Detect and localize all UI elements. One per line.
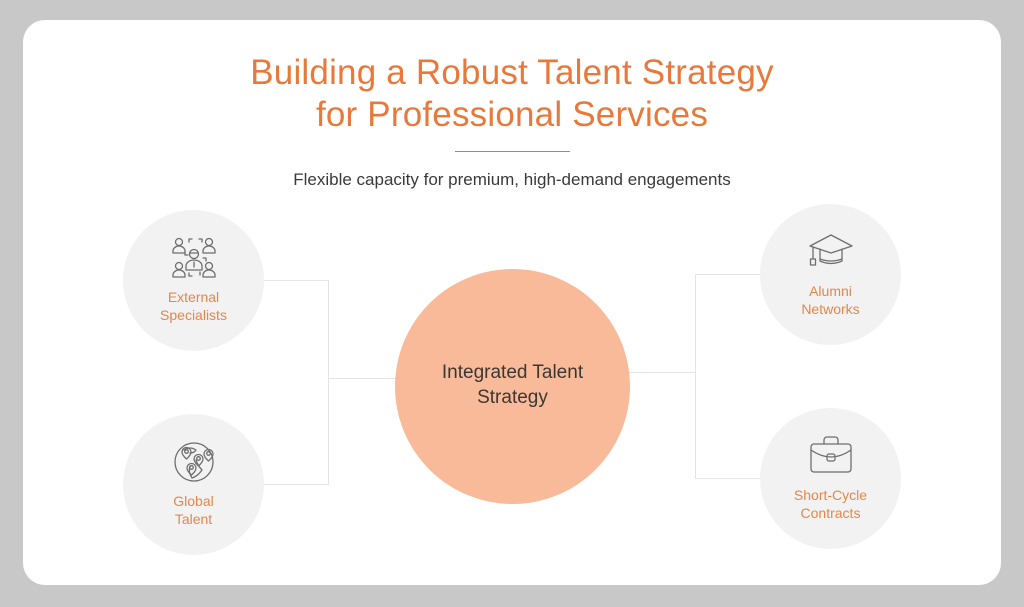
center-label: Integrated Talent Strategy — [441, 362, 584, 408]
connector-left-center — [328, 378, 398, 379]
connector-left-bottom — [264, 484, 329, 485]
node-global-talent: Global Talent — [123, 414, 264, 555]
page-title: Building a Robust Talent Strategy for Pr… — [0, 52, 1024, 136]
node-external-specialists: External Specialists — [123, 210, 264, 351]
connector-left-top — [264, 280, 329, 281]
node-short-cycle-contracts: Short-Cycle Contracts — [760, 408, 901, 549]
graduation-cap-icon — [808, 234, 853, 266]
connector-left-vertical — [328, 280, 329, 485]
node-alumni-networks: Alumni Networks — [760, 204, 901, 345]
subtitle: Flexible capacity for premium, high-dema… — [293, 170, 731, 189]
title-divider — [455, 151, 570, 152]
connector-right-bottom — [695, 478, 761, 479]
title-line-1: Building a Robust Talent Strategy — [250, 53, 774, 92]
globe-location-pins-icon — [173, 442, 214, 482]
connector-right-top — [695, 274, 761, 275]
team-network-icon — [171, 237, 216, 278]
connector-right-center — [628, 372, 696, 373]
node-label: External Specialists — [160, 289, 227, 323]
node-label: Alumni Networks — [801, 283, 860, 317]
node-label: Global Talent — [173, 493, 214, 527]
center-node-integrated-talent-strategy: Integrated Talent Strategy — [395, 269, 630, 504]
title-line-2: for Professional Services — [315, 95, 709, 134]
briefcase-icon — [809, 436, 852, 473]
node-label: Short-Cycle Contracts — [793, 487, 868, 521]
connector-right-vertical — [695, 274, 696, 479]
